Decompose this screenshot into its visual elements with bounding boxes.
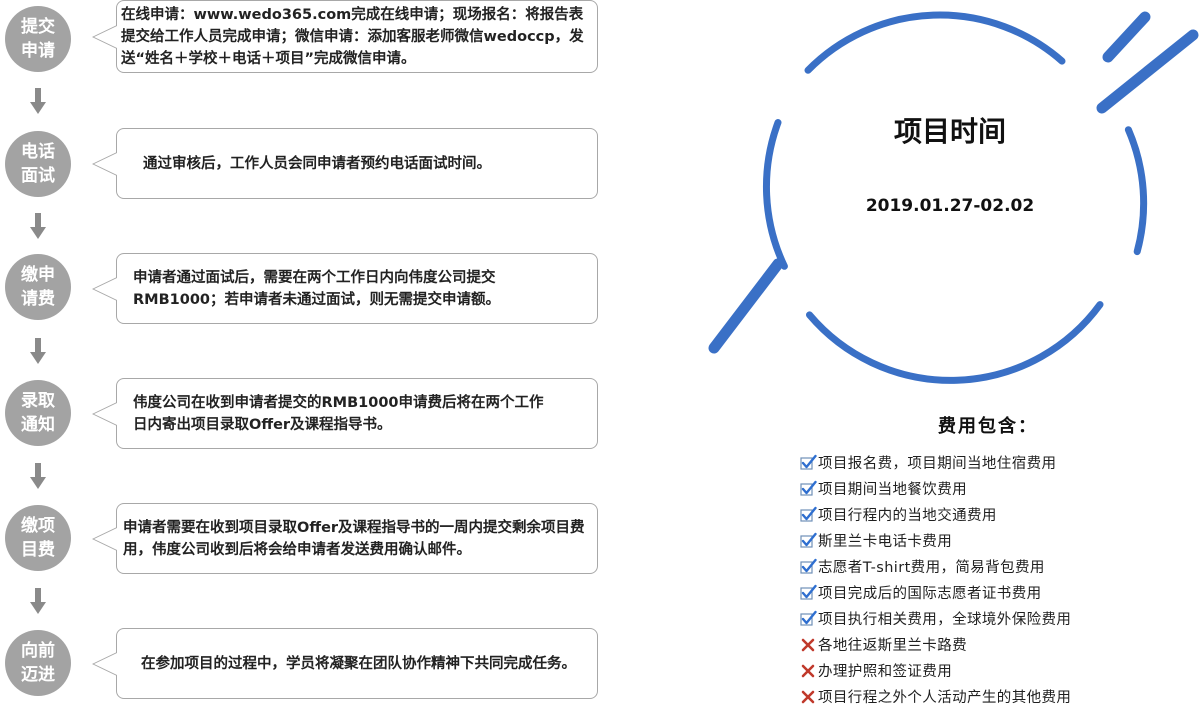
fee-item-text: 项目完成后的国际志愿者证书费用: [818, 585, 1042, 602]
fee-item: 项目行程之外个人活动产生的其他费用: [800, 685, 1071, 707]
step-4-text: 伟度公司在收到申请者提交的RMB1000申请费后将在两个工作日内寄出项目录取Of…: [133, 394, 544, 433]
process-flow: 提交申请 在线申请：www.wedo365.com完成在线申请；现场报名：将报告…: [5, 0, 598, 699]
step-6-text: 在参加项目的过程中，学员将凝聚在团队协作精神下共同完成任务。: [141, 655, 576, 672]
cross-icon: [801, 690, 815, 703]
step-2-description: 通过审核后，工作人员会同申请者预约电话面试时间。: [92, 128, 598, 199]
step-5-text: 申请者需要在收到项目录取Offer及课程指导书的一周内提交剩余项目费用，伟度公司…: [123, 519, 585, 558]
fee-item: 志愿者T-shirt费用，简易背包费用: [800, 555, 1045, 577]
project-time-panel: 项目时间 2019.01.27-02.02: [690, 0, 1200, 400]
fee-item: 项目完成后的国际志愿者证书费用: [800, 581, 1042, 603]
step-3-label: 缴申请费: [21, 265, 55, 309]
step-1-text: 在线申请：www.wedo365.com完成在线申请；现场报名：将报告表提交给工…: [121, 6, 584, 67]
down-arrow-icon: [30, 463, 46, 491]
fee-item-text: 项目报名费，项目期间当地住宿费用: [818, 455, 1057, 472]
down-arrow-icon: [30, 88, 46, 116]
step-6-description: 在参加项目的过程中，学员将凝聚在团队协作精神下共同完成任务。: [92, 628, 598, 699]
fee-item-text: 项目行程之外个人活动产生的其他费用: [818, 689, 1072, 706]
fee-item: 项目报名费，项目期间当地住宿费用: [800, 451, 1056, 473]
fee-item-text: 项目执行相关费用，全球境外保险费用: [818, 611, 1072, 628]
accent-stroke-3: [708, 258, 784, 354]
step-6-circle: 向前迈进: [5, 630, 71, 696]
fee-item: 项目期间当地餐饮费用: [800, 477, 967, 499]
fee-item-text: 志愿者T-shirt费用，简易背包费用: [818, 559, 1045, 576]
down-arrow-icon: [30, 338, 46, 366]
fee-item: 办理护照和签证费用: [800, 659, 952, 681]
fee-item: 斯里兰卡电话卡费用: [800, 529, 952, 551]
checkbox-checked-icon: [800, 610, 817, 626]
down-arrow-icon: [30, 588, 46, 616]
checkbox-checked-icon: [800, 480, 817, 496]
checkbox-checked-icon: [800, 506, 817, 522]
fees-heading: 费用包含：: [938, 416, 1038, 437]
step-5-circle: 缴项目费: [5, 505, 71, 571]
fee-item: 项目执行相关费用，全球境外保险费用: [800, 607, 1071, 629]
accent-stroke-1: [1102, 11, 1151, 63]
checkbox-checked-icon: [800, 558, 817, 574]
project-time-date: 2019.01.27-02.02: [865, 196, 1035, 216]
fee-item-text: 办理护照和签证费用: [818, 663, 953, 680]
down-arrow-icon: [30, 213, 46, 241]
step-1-circle: 提交申请: [5, 6, 71, 72]
fee-item: 各地往返斯里兰卡路费: [800, 633, 967, 655]
step-2-text: 通过审核后，工作人员会同申请者预约电话面试时间。: [143, 155, 491, 172]
step-3-text: 申请者通过面试后，需要在两个工作日内向伟度公司提交RMB1000；若申请者未通过…: [133, 269, 501, 308]
step-3-description: 申请者通过面试后，需要在两个工作日内向伟度公司提交RMB1000；若申请者未通过…: [92, 253, 598, 324]
step-1-description: 在线申请：www.wedo365.com完成在线申请；现场报名：将报告表提交给工…: [92, 0, 598, 73]
accent-stroke-2: [1096, 29, 1199, 114]
ring-arc-bottom: [806, 301, 1104, 384]
step-3-circle: 缴申请费: [5, 254, 71, 320]
fee-item-text: 项目期间当地餐饮费用: [818, 481, 967, 498]
step-4-circle: 录取通知: [5, 380, 71, 446]
cross-icon: [801, 664, 815, 677]
checkbox-checked-icon: [800, 532, 817, 548]
fee-item-text: 项目行程内的当地交通费用: [818, 507, 997, 524]
step-1-label: 提交申请: [21, 17, 55, 61]
checkbox-checked-icon: [800, 584, 817, 600]
step-5-label: 缴项目费: [21, 516, 55, 560]
fee-item-text: 斯里兰卡电话卡费用: [818, 533, 953, 550]
step-5-description: 申请者需要在收到项目录取Offer及课程指导书的一周内提交剩余项目费用，伟度公司…: [92, 503, 598, 574]
ring-arc-left: [762, 119, 788, 270]
step-4-label: 录取通知: [21, 391, 55, 435]
project-time-title: 项目时间: [893, 115, 1006, 148]
step-2-label: 电话面试: [21, 142, 55, 186]
fee-item: 项目行程内的当地交通费用: [800, 503, 997, 525]
step-2-circle: 电话面试: [5, 131, 71, 197]
step-6-label: 向前迈进: [21, 641, 55, 685]
cross-icon: [801, 638, 815, 651]
fee-item-text: 各地往返斯里兰卡路费: [818, 637, 967, 654]
decorative-ring-graphic: [708, 11, 1199, 384]
step-4-description: 伟度公司在收到申请者提交的RMB1000申请费后将在两个工作日内寄出项目录取Of…: [92, 378, 598, 449]
ring-arc-top: [804, 11, 1066, 74]
ring-arc-right: [1124, 126, 1148, 256]
checkbox-checked-icon: [800, 454, 817, 470]
